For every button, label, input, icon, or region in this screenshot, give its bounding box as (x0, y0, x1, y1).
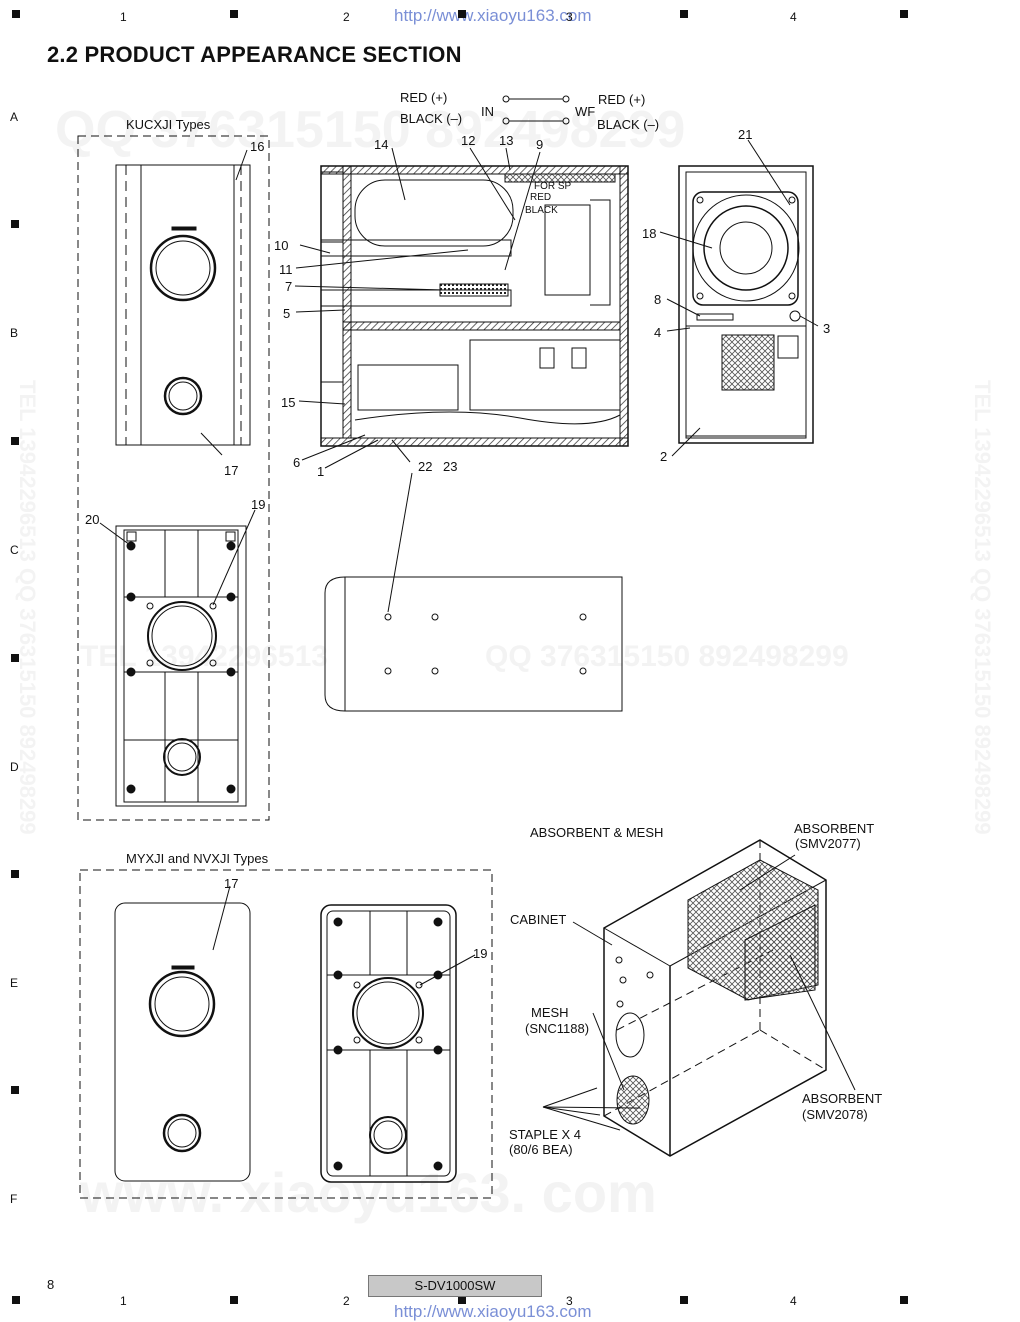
wiring-right-black: BLACK (–) (597, 117, 660, 132)
grid-marker (900, 10, 908, 18)
callout-staple: STAPLE X 4 (509, 1127, 582, 1142)
section-title: 2.2 PRODUCT APPEARANCE SECTION (47, 42, 462, 67)
kucxji-grille-rear (99, 509, 256, 807)
wiring-in-label: IN (481, 104, 494, 119)
myxji-frame (79, 869, 493, 1199)
group-label-kucxji: KUCXJI Types (126, 117, 211, 132)
group-label-absorbent-mesh: ABSORBENT & MESH (530, 825, 664, 840)
grid-row-b: B (10, 326, 19, 340)
grid-marker (12, 1296, 20, 1304)
wiring-right-red: RED (+) (598, 92, 646, 107)
wiring-diagram (502, 95, 570, 125)
myxji-grille-rear (320, 904, 476, 1183)
part-number-17b: 17 (224, 876, 239, 891)
part-number-10: 10 (274, 238, 289, 253)
part-number-21: 21 (738, 127, 753, 142)
wiring-left-red: RED (+) (400, 90, 448, 105)
grid-col-4-top: 4 (790, 10, 797, 24)
part-number-3: 3 (823, 321, 831, 336)
kucxji-frame (77, 135, 270, 821)
part-number-2: 2 (660, 449, 668, 464)
part-number-12: 12 (461, 133, 476, 148)
grid-marker (458, 10, 466, 18)
part-number-15: 15 (281, 395, 296, 410)
grid-row-c: C (10, 543, 19, 557)
callout-mesh-code: (SNC1188) (525, 1021, 590, 1036)
isometric-cabinet (542, 839, 856, 1157)
part-number-19b: 19 (473, 946, 488, 961)
grid-marker (458, 1296, 466, 1304)
grid-row-e: E (10, 976, 19, 990)
part-number-16: 16 (250, 139, 265, 154)
callout-absorbent-top: ABSORBENT (794, 821, 875, 836)
callout-absorbent-bottom-code: (SMV2078) (802, 1107, 868, 1122)
grid-marker (680, 1296, 688, 1304)
bottom-view (324, 472, 623, 712)
grid-marker (11, 870, 19, 878)
grid-row-f: F (10, 1192, 18, 1206)
callout-staple-code: (80/6 BEA) (509, 1142, 573, 1157)
part-number-19: 19 (251, 497, 266, 512)
part-number-17: 17 (224, 463, 239, 478)
part-number-5: 5 (283, 306, 291, 321)
callout-cabinet: CABINET (510, 912, 567, 927)
watermark-qq-top: QQ 376315150 892498299 (55, 101, 686, 159)
wiring-wf-label: WF (575, 104, 596, 119)
callout-absorbent-top-code: (SMV2077) (795, 836, 861, 851)
grid-col-1-top: 1 (120, 10, 127, 24)
grid-col-1-bottom: 1 (120, 1294, 127, 1308)
source-url-bottom: http://www.xiaoyu163.com (394, 1302, 592, 1321)
part-number-1: 1 (317, 464, 325, 479)
callout-mesh: MESH (531, 1005, 569, 1020)
part-number-4: 4 (654, 325, 662, 340)
part-number-18: 18 (642, 226, 657, 241)
grid-col-4-bottom: 4 (790, 1294, 797, 1308)
page-number: 8 (47, 1277, 55, 1292)
part-number-23: 23 (443, 459, 458, 474)
wiring-left-black: BLACK (–) (400, 111, 463, 126)
grid-marker (230, 10, 238, 18)
grid-marker (230, 1296, 238, 1304)
myxji-grille-front (114, 885, 251, 1182)
grid-marker (680, 10, 688, 18)
part-number-22: 22 (418, 459, 433, 474)
label-red: RED (530, 192, 552, 203)
grid-marker (11, 220, 19, 228)
part-number-6: 6 (293, 455, 301, 470)
grid-marker (12, 10, 20, 18)
part-number-9: 9 (536, 137, 544, 152)
part-number-7: 7 (285, 279, 293, 294)
watermark-site-bottom: www. xiaoyu163. com (80, 1161, 657, 1224)
grid-row-a: A (10, 110, 19, 124)
grid-marker (11, 437, 19, 445)
cabinet-cross-section (294, 147, 629, 469)
part-number-13: 13 (499, 133, 514, 148)
grid-row-d: D (10, 760, 19, 774)
watermark-qq-mid: QQ 376315150 892498299 (485, 640, 849, 673)
label-for-sp: FOR SP (534, 181, 572, 192)
part-number-8: 8 (654, 292, 662, 307)
group-label-myxji: MYXJI and NVXJI Types (126, 851, 269, 866)
kucxji-grille-front (115, 149, 251, 456)
grid-marker (11, 1086, 19, 1094)
grid-marker (11, 654, 19, 662)
model-label: S-DV1000SW (368, 1275, 542, 1297)
label-black: BLACK (525, 205, 558, 216)
callout-absorbent-bottom: ABSORBENT (802, 1091, 883, 1106)
grid-col-2-bottom: 2 (343, 1294, 350, 1308)
part-number-11: 11 (279, 262, 293, 277)
rear-view (659, 139, 819, 457)
source-url-top: http://www.xiaoyu163.com (394, 6, 592, 25)
grid-col-3-top: 3 (566, 10, 573, 24)
part-number-14: 14 (374, 137, 389, 152)
grid-marker (900, 1296, 908, 1304)
grid-col-2-top: 2 (343, 10, 350, 24)
grid-col-3-bottom: 3 (566, 1294, 573, 1308)
part-number-20: 20 (85, 512, 100, 527)
